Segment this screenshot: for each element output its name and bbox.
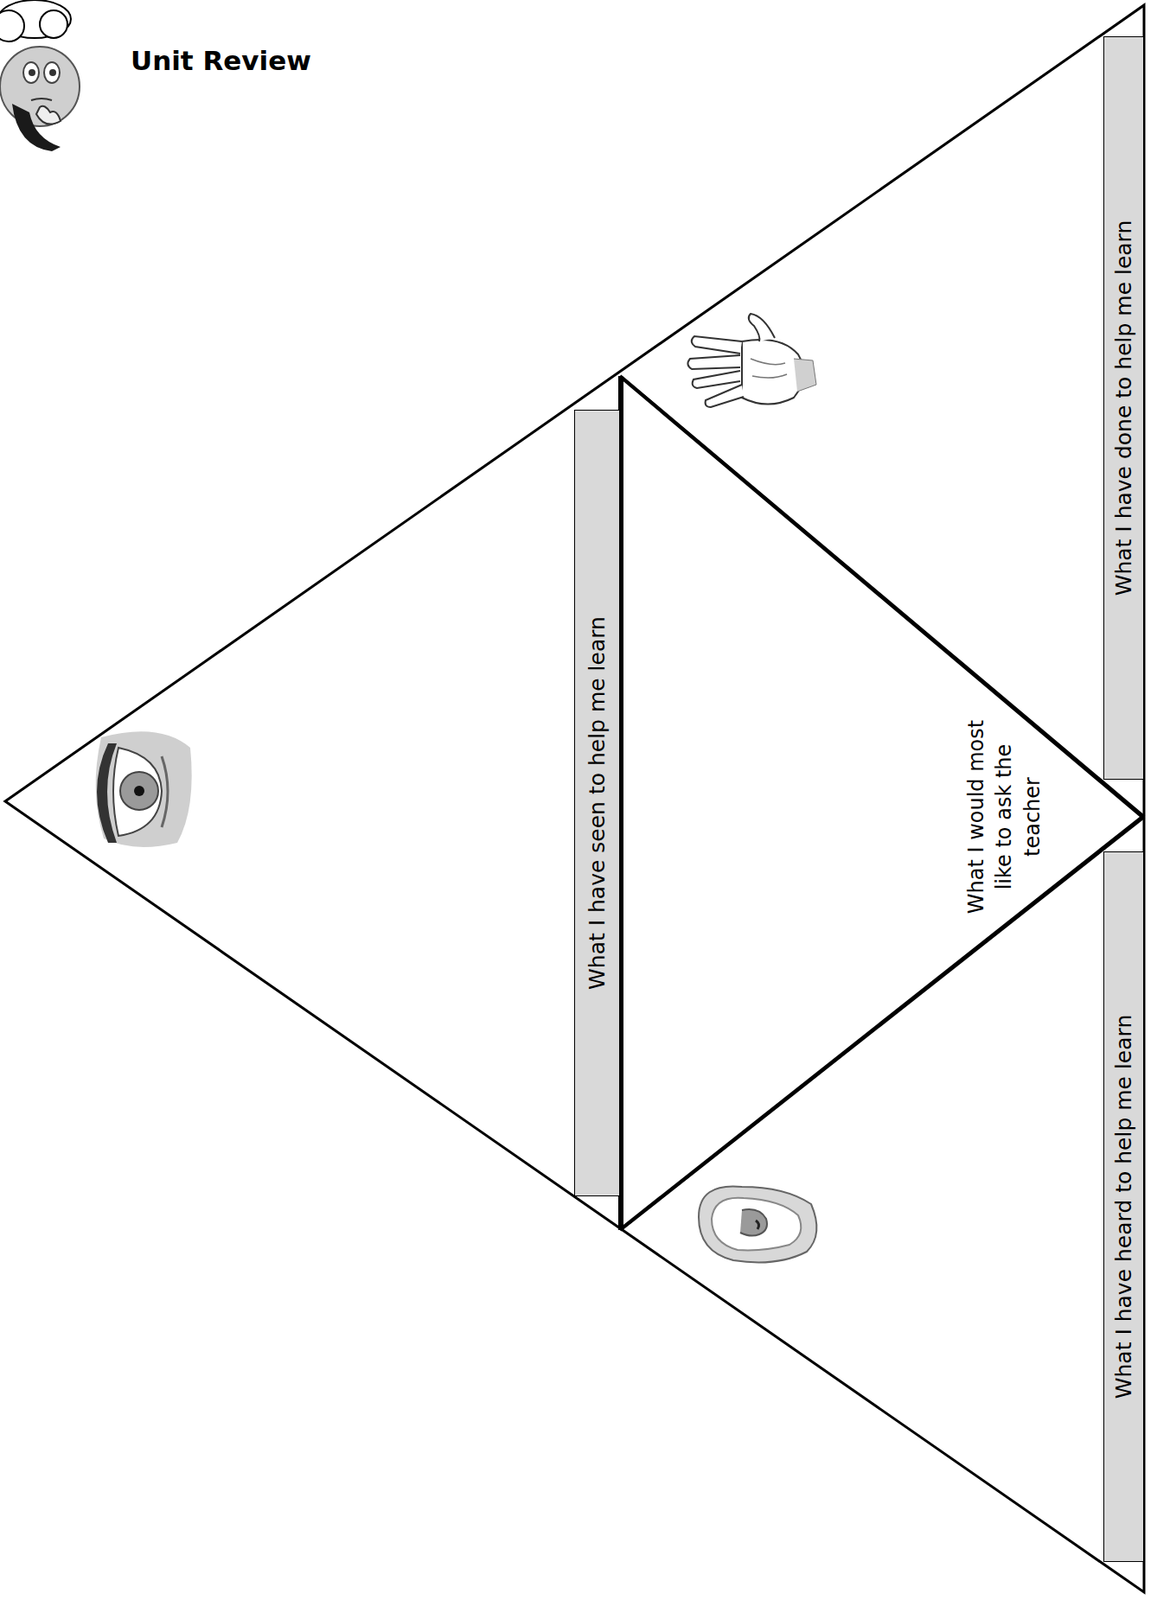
label-band: What I have done to help me learn: [1103, 36, 1145, 780]
page-title: Unit Review: [130, 44, 312, 77]
triangle-outline: [621, 377, 1143, 1229]
band-label: What I have done to help me learn: [1109, 220, 1139, 597]
label-band: What I have heard to help me learn: [1103, 851, 1145, 1563]
question-text: What I would most like to ask the teache…: [962, 705, 1047, 929]
label-band: What I have seen to help me learn: [574, 409, 621, 1197]
triangle-outline: [620, 376, 1145, 1231]
band-label: What I have seen to help me learn: [582, 616, 613, 991]
band-label: What I have heard to help me learn: [1109, 1015, 1139, 1400]
ear-icon: [698, 1186, 817, 1263]
question-triangle: What I would most like to ask the teache…: [620, 376, 1145, 1231]
thinking-face-icon: [0, 0, 80, 152]
outer-triangle: [5, 5, 1145, 1593]
hand-icon: [687, 313, 817, 408]
eye-icon: [95, 731, 192, 848]
